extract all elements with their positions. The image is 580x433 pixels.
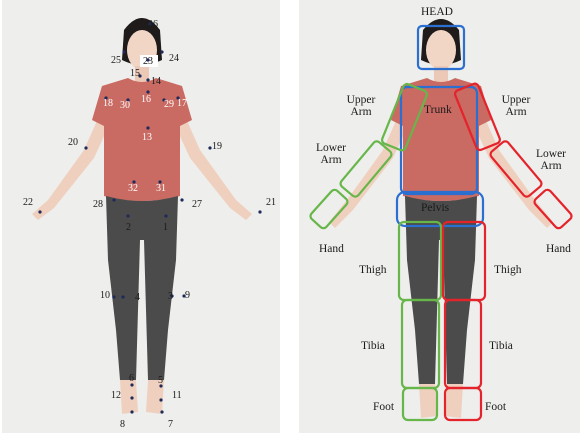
person-illustration-right <box>299 0 580 433</box>
part-label-foot-left: Foot <box>373 401 394 413</box>
part-label-tibia-left: Tibia <box>361 340 385 352</box>
keypoint-label-31: 31 <box>156 184 166 194</box>
keypoint-label-1: 1 <box>163 223 168 233</box>
keypoint-label-16: 16 <box>141 95 151 105</box>
keypoint-label-30: 30 <box>120 101 130 111</box>
part-label-upper-arm-right: Upper Arm <box>494 94 538 118</box>
part-label-trunk: Trunk <box>424 104 452 116</box>
part-label-hand-left: Hand <box>319 243 344 255</box>
keypoint-label-15: 15 <box>130 69 140 79</box>
part-label-hand-right: Hand <box>546 243 571 255</box>
hand-right-box <box>533 188 573 230</box>
keypoint-label-27: 27 <box>192 200 202 210</box>
keypoint-label-18: 18 <box>103 99 113 109</box>
keypoint-label-7: 7 <box>168 420 173 430</box>
part-label-thigh-right: Thigh <box>494 264 521 276</box>
keypoint-label-20: 20 <box>68 138 78 148</box>
keypoint-label-10: 10 <box>100 291 110 301</box>
keypoint-label-23: 23 <box>143 57 153 67</box>
keypoint-label-21: 21 <box>266 198 276 208</box>
hand-left-box <box>309 188 349 230</box>
keypoint-label-6: 6 <box>129 374 134 384</box>
keypoint-label-24: 24 <box>169 54 179 64</box>
keypoint-label-8: 8 <box>120 420 125 430</box>
keypoint-label-17: 17 <box>177 99 187 109</box>
keypoint-label-26: 26 <box>148 20 158 30</box>
part-label-pelvis: Pelvis <box>421 202 449 214</box>
keypoint-label-2: 2 <box>126 223 131 233</box>
part-label-lower-arm-right: Lower Arm <box>529 148 573 172</box>
part-label-head: HEAD <box>421 6 453 18</box>
part-label-upper-arm-left: Upper Arm <box>339 94 383 118</box>
keypoint-label-28: 28 <box>93 200 103 210</box>
keypoint-label-13: 13 <box>142 133 152 143</box>
part-label-thigh-left: Thigh <box>359 264 386 276</box>
keypoint-label-11: 11 <box>172 391 182 401</box>
body-parts-figure-panel: HEAD Trunk Pelvis Upper Arm Upper Arm Lo… <box>299 0 580 433</box>
keypoint-label-4: 4 <box>135 293 140 303</box>
keypoint-label-5: 5 <box>158 376 163 386</box>
part-label-lower-arm-left: Lower Arm <box>309 142 353 166</box>
keypoint-label-12: 12 <box>111 391 121 401</box>
keypoint-label-19: 19 <box>212 142 222 152</box>
keypoint-label-14: 14 <box>151 77 161 87</box>
part-label-foot-right: Foot <box>485 401 506 413</box>
keypoint-label-25: 25 <box>111 56 121 66</box>
keypoint-label-32: 32 <box>128 184 138 194</box>
keypoint-label-29: 29 <box>164 100 174 110</box>
part-label-tibia-right: Tibia <box>489 340 513 352</box>
keypoint-figure-panel: 1 2 3 4 5 6 7 8 9 10 11 12 13 14 15 16 1… <box>2 0 280 433</box>
keypoint-label-22: 22 <box>23 198 33 208</box>
keypoint-label-3: 3 <box>168 292 173 302</box>
person-illustration-left <box>2 0 280 433</box>
keypoint-label-9: 9 <box>185 291 190 301</box>
